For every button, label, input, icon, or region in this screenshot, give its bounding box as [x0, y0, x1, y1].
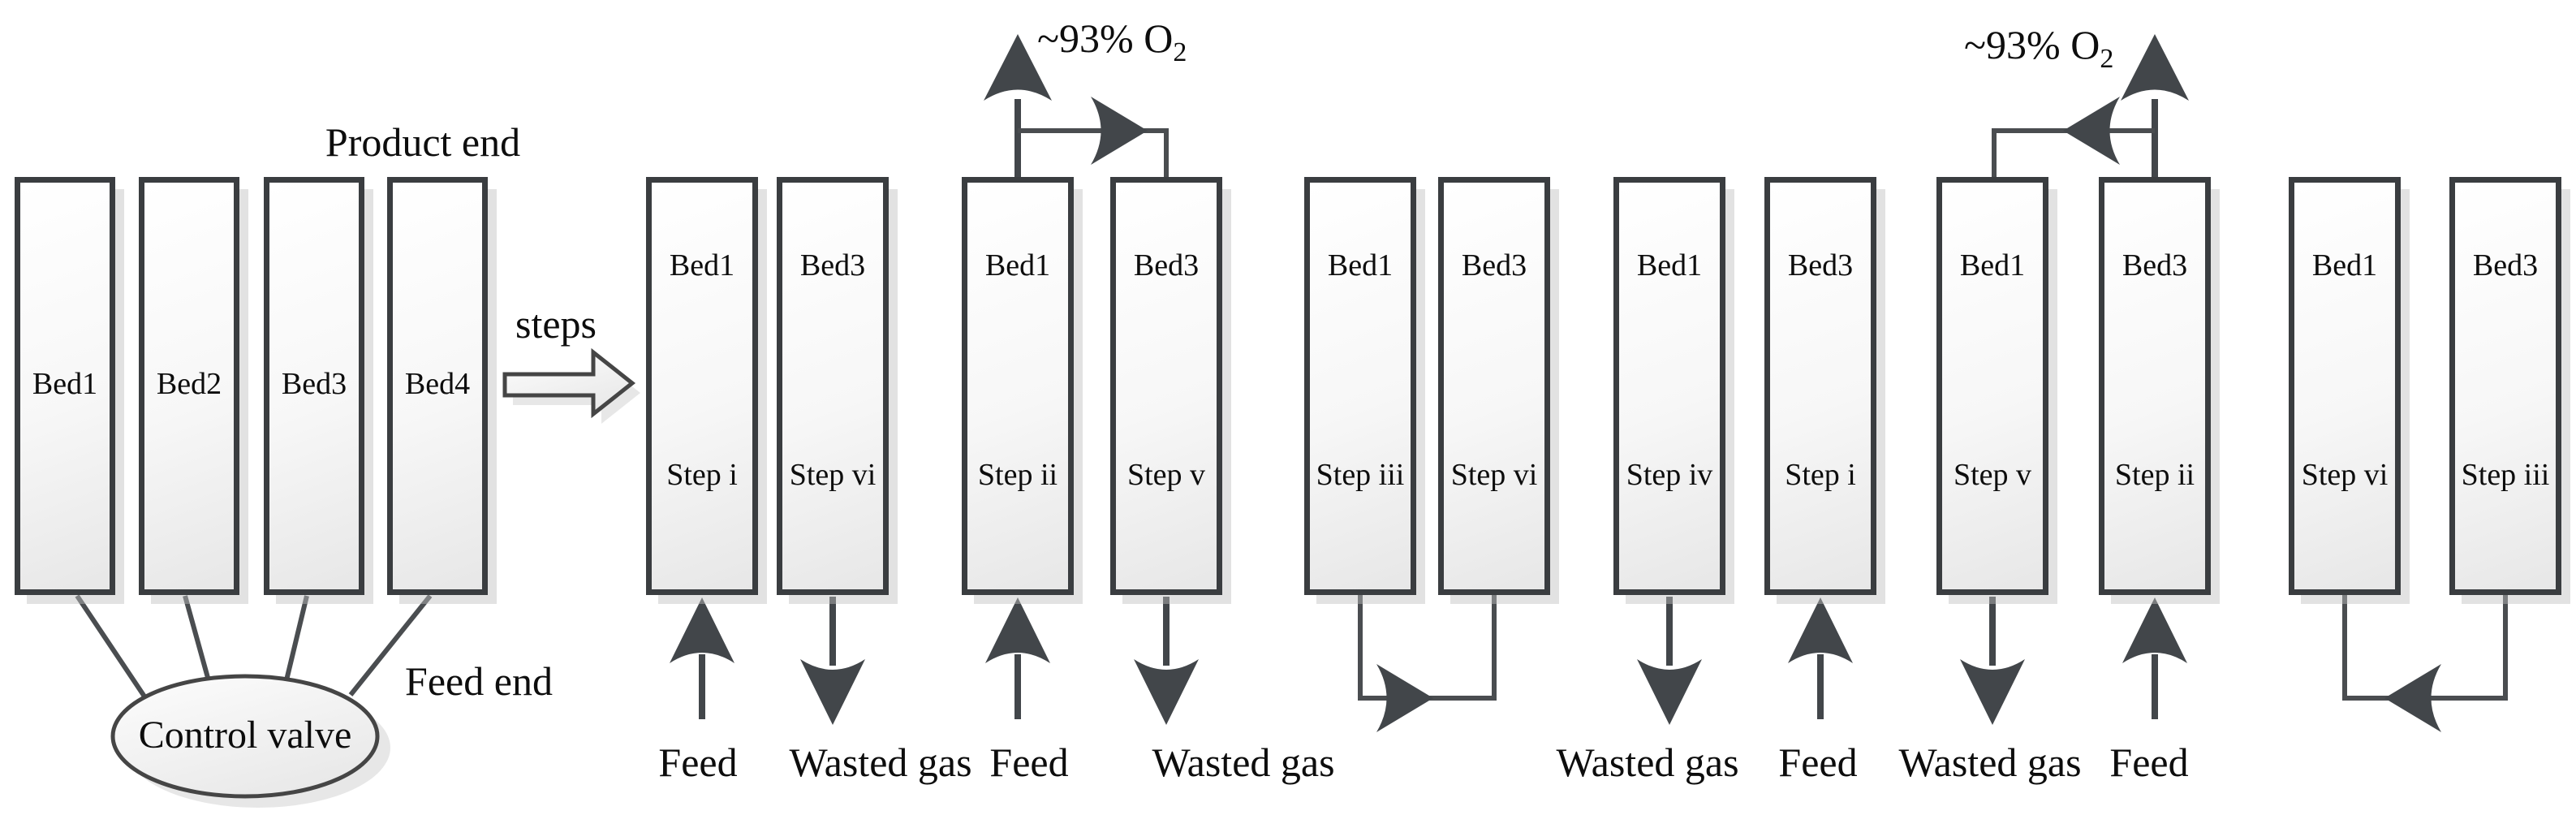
stage1-feed-label: Feed: [658, 740, 738, 785]
step-label: Step iii: [1316, 458, 1405, 492]
overview-bed-1: Bed1: [15, 177, 115, 595]
stage2-waste-arrow-icon: [1134, 597, 1199, 725]
bed-label: Bed3: [1461, 248, 1527, 282]
stage3-bed3: Bed3 Step vi: [1438, 177, 1550, 595]
bed-label: Bed3: [281, 367, 347, 401]
step-label: Step vi: [1450, 458, 1538, 492]
bed-label: Bed1: [669, 248, 735, 282]
step-label: Step v: [1126, 458, 1206, 492]
step-label: Step v: [1953, 458, 2032, 492]
control-valve-label: Control valve: [138, 714, 352, 757]
stage5-waste-arrow-icon: [1960, 597, 2025, 725]
bed-label: Bed4: [404, 367, 471, 401]
steps-label: steps: [515, 301, 597, 347]
stage4-bed3: Bed3 Step i: [1764, 177, 1876, 595]
step-label: Step ii: [2114, 458, 2195, 492]
stage1-bed3: Bed3 Step vi: [777, 177, 889, 595]
stage6-bed3: Bed3 Step iii: [2449, 177, 2561, 595]
stage4-bed1: Bed1 Step iv: [1613, 177, 1725, 595]
stage1-feed-arrow-icon: [670, 597, 734, 719]
step-label: Step vi: [789, 458, 877, 492]
bed-label: Bed1: [1959, 248, 2026, 282]
stage4-waste-label: Wasted gas: [1556, 740, 1739, 785]
stage3-bed1: Bed1 Step iii: [1304, 177, 1416, 595]
bed-label: Bed1: [32, 367, 98, 401]
bed-label: Bed3: [2472, 248, 2539, 282]
stage5-bed1: Bed1 Step v: [1936, 177, 2048, 595]
overview-bed-3: Bed3: [264, 177, 364, 595]
stage5-waste-label: Wasted gas: [1898, 740, 2082, 785]
steps-arrow-icon: [502, 347, 640, 424]
stage6-equalization-arrow-icon: [2342, 595, 2508, 732]
bed-label: Bed1: [1327, 248, 1394, 282]
bed-label: Bed2: [156, 367, 222, 401]
stage5-feed-arrow-icon: [2122, 597, 2187, 719]
overview-bed-2: Bed2: [139, 177, 239, 595]
stage4-feed-arrow-icon: [1788, 597, 1853, 719]
stage5-product-arrow-icon: [2121, 34, 2189, 177]
stage6-bed1: Bed1 Step vi: [2289, 177, 2401, 595]
stage5-feed-label: Feed: [2109, 740, 2189, 785]
control-valve-shape: [75, 594, 433, 808]
stage2-bed1: Bed1 Step ii: [962, 177, 1074, 595]
bed-label: Bed3: [2122, 248, 2188, 282]
step-label: Step i: [666, 458, 738, 492]
stage1-waste-label: Wasted gas: [789, 740, 972, 785]
stage4-waste-arrow-icon: [1637, 597, 1702, 725]
stage2-feed-label: Feed: [989, 740, 1069, 785]
step-label: Step iv: [1626, 458, 1713, 492]
step-label: Step vi: [2301, 458, 2389, 492]
stage2-o2-label: ~93% O2: [1037, 15, 1187, 68]
step-label: Step iii: [2461, 458, 2550, 492]
stage5-transfer-arrow-icon: [1992, 97, 2155, 177]
stage5-bed3: Bed3 Step ii: [2099, 177, 2211, 595]
stage2-bed3: Bed3 Step v: [1110, 177, 1222, 595]
stage2-waste-label: Wasted gas: [1152, 740, 1335, 785]
stage2-feed-arrow-icon: [985, 597, 1050, 719]
step-label: Step i: [1785, 458, 1856, 492]
stage1-waste-arrow-icon: [800, 597, 865, 725]
bed-label: Bed1: [1636, 248, 1703, 282]
stage2-transfer-arrow-icon: [1018, 97, 1169, 177]
step-label: Step ii: [977, 458, 1058, 492]
stage3-equalization-arrow-icon: [1358, 595, 1497, 732]
bed-label: Bed3: [799, 248, 866, 282]
stage1-bed1: Bed1 Step i: [646, 177, 758, 595]
bed-label: Bed1: [2311, 248, 2378, 282]
product-end-label: Product end: [325, 119, 521, 165]
overview-bed-4: Bed4: [387, 177, 488, 595]
stage5-o2-label: ~93% O2: [1964, 22, 2114, 75]
stage4-feed-label: Feed: [1778, 740, 1858, 785]
feed-end-label: Feed end: [405, 658, 553, 704]
stage2-product-arrow-icon: [984, 34, 1052, 177]
bed-label: Bed3: [1133, 248, 1200, 282]
bed-label: Bed1: [984, 248, 1051, 282]
bed-label: Bed3: [1787, 248, 1854, 282]
